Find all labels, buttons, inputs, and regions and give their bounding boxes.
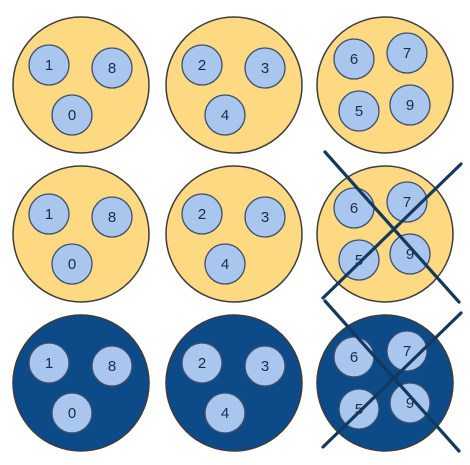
ball bbox=[91, 196, 133, 238]
ball-number: 7 bbox=[403, 45, 411, 62]
ball-number: 3 bbox=[261, 358, 269, 375]
ball bbox=[28, 44, 70, 86]
ball-number: 4 bbox=[221, 107, 229, 124]
ball bbox=[338, 90, 380, 132]
ball bbox=[204, 243, 246, 285]
ball-number: 6 bbox=[350, 51, 358, 68]
ball bbox=[181, 193, 223, 235]
ball bbox=[181, 342, 223, 384]
group-r3-c3: 6 7 5 9 bbox=[316, 299, 463, 453]
ball-number: 5 bbox=[355, 401, 363, 418]
group-r3-c1: 1 8 0 bbox=[12, 314, 150, 452]
ball-number: 4 bbox=[221, 405, 229, 422]
cross-line-2 bbox=[321, 311, 463, 449]
ball-number: 8 bbox=[108, 60, 116, 77]
ball-number: 0 bbox=[68, 256, 76, 273]
ball-number: 6 bbox=[350, 349, 358, 366]
ball bbox=[389, 233, 431, 275]
ball bbox=[244, 47, 286, 89]
ball bbox=[338, 239, 380, 281]
group-circle bbox=[316, 314, 454, 452]
ball-number: 3 bbox=[261, 209, 269, 226]
ball-number: 2 bbox=[198, 206, 206, 223]
ball-number: 9 bbox=[406, 97, 414, 114]
ball-number: 9 bbox=[406, 246, 414, 263]
ball bbox=[28, 342, 70, 384]
ball bbox=[389, 382, 431, 424]
ball-number: 3 bbox=[261, 60, 269, 77]
group-circle bbox=[316, 16, 454, 154]
ball bbox=[386, 32, 428, 74]
ball-number: 2 bbox=[198, 355, 206, 372]
ball bbox=[28, 193, 70, 235]
ball-number: 1 bbox=[45, 355, 53, 372]
ball bbox=[91, 47, 133, 89]
ball bbox=[91, 345, 133, 387]
ball-number: 9 bbox=[406, 395, 414, 412]
ball bbox=[204, 392, 246, 434]
group-r1-c2: 2 3 4 bbox=[165, 16, 303, 154]
group-r2-c2: 2 3 4 bbox=[165, 165, 303, 303]
group-circle bbox=[316, 165, 454, 303]
ball-number: 1 bbox=[45, 206, 53, 223]
group-r1-c3: 6 7 5 9 bbox=[316, 16, 454, 154]
ball-number: 7 bbox=[403, 343, 411, 360]
ball bbox=[244, 345, 286, 387]
ball-number: 1 bbox=[45, 57, 53, 74]
ball-number: 5 bbox=[355, 103, 363, 120]
ball bbox=[51, 243, 93, 285]
ball bbox=[389, 84, 431, 126]
cross-line-2 bbox=[321, 162, 463, 300]
ball bbox=[333, 38, 375, 80]
ball bbox=[386, 330, 428, 372]
group-r2-c3: 6 7 5 9 bbox=[316, 150, 463, 304]
ball bbox=[51, 392, 93, 434]
ball bbox=[51, 94, 93, 136]
cross-line-1 bbox=[323, 299, 461, 453]
ball-number: 2 bbox=[198, 57, 206, 74]
ball-number: 6 bbox=[350, 200, 358, 217]
group-r1-c1: 1 8 0 bbox=[12, 16, 150, 154]
group-r2-c1: 1 8 0 bbox=[12, 165, 150, 303]
ball bbox=[204, 94, 246, 136]
ball bbox=[244, 196, 286, 238]
ball-number: 0 bbox=[68, 405, 76, 422]
ball bbox=[338, 388, 380, 430]
cross-line-1 bbox=[323, 150, 461, 304]
ball bbox=[386, 181, 428, 223]
group-r3-c2: 2 3 4 bbox=[165, 314, 303, 452]
ball-number: 4 bbox=[221, 256, 229, 273]
ball-number: 0 bbox=[68, 107, 76, 124]
ball-number: 5 bbox=[355, 252, 363, 269]
ball-number: 8 bbox=[108, 209, 116, 226]
ball-number: 8 bbox=[108, 358, 116, 375]
ball-number: 7 bbox=[403, 194, 411, 211]
ball bbox=[181, 44, 223, 86]
